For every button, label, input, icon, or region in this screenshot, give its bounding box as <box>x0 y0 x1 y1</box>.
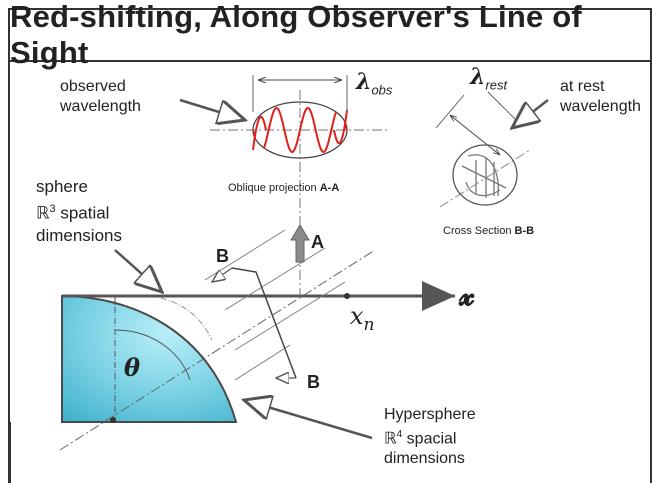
x-n-point <box>344 293 350 299</box>
x-n-label: xn <box>350 302 375 335</box>
arrow-a <box>290 224 310 263</box>
observed-wave-ends <box>252 109 348 151</box>
theta-arc-inner <box>114 329 191 381</box>
theta-arc-outer <box>149 295 213 341</box>
marker-b-bottom: B <box>307 372 320 392</box>
hypersphere-pointer <box>244 400 373 440</box>
at-rest-pointer <box>512 99 549 128</box>
diagram-title: Red-shifting, Along Observer's Line of S… <box>10 0 582 70</box>
line-of-sight <box>59 249 376 451</box>
diagram-frame <box>8 8 652 483</box>
theta-label: θ <box>124 353 141 382</box>
sphere-label: sphere ℝ3 spatial dimensions <box>36 177 122 245</box>
observed-wave <box>253 106 347 154</box>
lambda-rest-dim-line <box>435 94 465 129</box>
title-band: Red-shifting, Along Observer's Line of S… <box>10 0 650 70</box>
lambda-obs-label: λobs <box>356 69 393 98</box>
rest-wave-squiggle <box>461 154 507 198</box>
at-rest-wavelength-label: at rest wavelength <box>560 78 641 115</box>
marker-a: A <box>311 232 324 252</box>
sphere-pointer <box>114 249 162 292</box>
section-cut-b <box>231 267 297 379</box>
cross-section-caption: Cross Section B-B <box>443 225 535 237</box>
hypersphere-section <box>61 294 238 423</box>
oblique-projection-caption: Oblique projection A-A <box>228 182 340 194</box>
observed-wavelength-label: observed wavelength <box>60 78 141 115</box>
observed-wavelength-pointer <box>179 98 245 120</box>
hypersphere-label: Hypersphere ℝ4 spacial dimensions <box>384 406 476 468</box>
marker-b-top: B <box>216 246 229 266</box>
lambda-rest-label: λrest <box>470 64 508 93</box>
cross-section-b-b-circle <box>452 144 518 206</box>
x-axis-label: 𝔁 <box>459 278 475 313</box>
origin-point <box>110 417 116 423</box>
